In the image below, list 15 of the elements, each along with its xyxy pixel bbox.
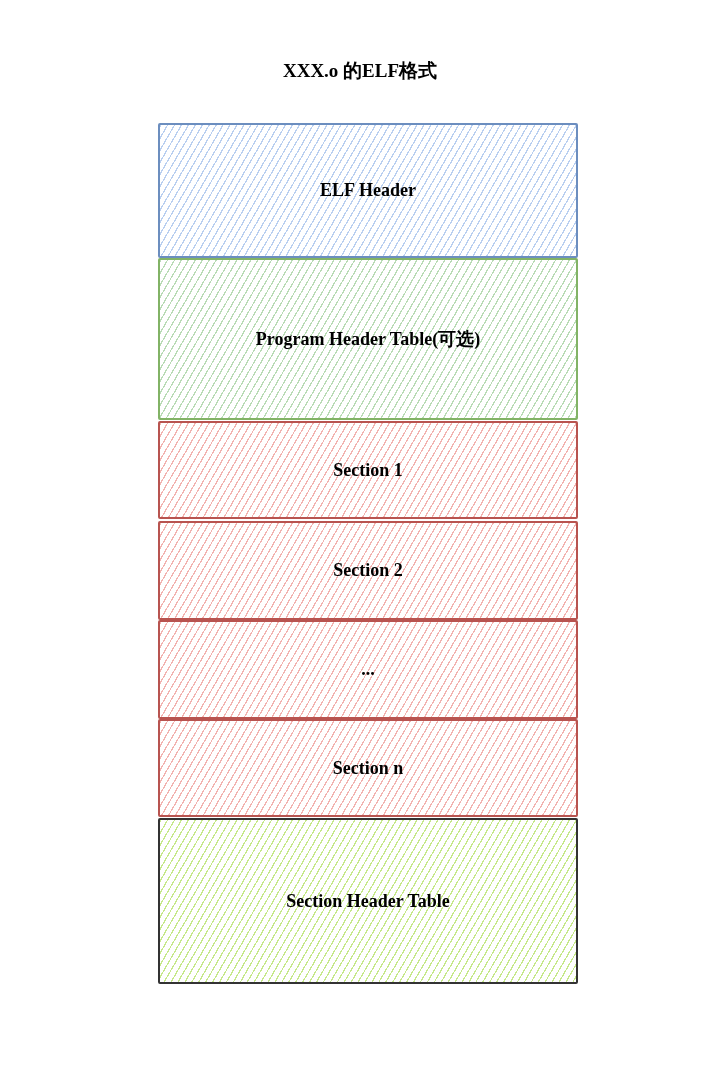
memory-block bbox=[158, 818, 578, 984]
memory-block bbox=[158, 421, 578, 519]
memory-block bbox=[158, 123, 578, 258]
block-label: Section n bbox=[332, 757, 404, 779]
memory-block bbox=[158, 258, 578, 420]
block-label: Program Header Table(可选) bbox=[255, 328, 481, 351]
block-label: ELF Header bbox=[320, 180, 416, 201]
memory-block bbox=[158, 620, 578, 719]
block-label: Section 1 bbox=[333, 459, 403, 481]
block-label: Section Header Table bbox=[286, 890, 450, 912]
memory-block bbox=[158, 719, 578, 817]
memory-block bbox=[158, 521, 578, 620]
diagram-title: XXX.o 的ELF格式 bbox=[281, 59, 439, 83]
block-label: Section 2 bbox=[333, 560, 403, 581]
block-label: ... bbox=[361, 659, 375, 680]
